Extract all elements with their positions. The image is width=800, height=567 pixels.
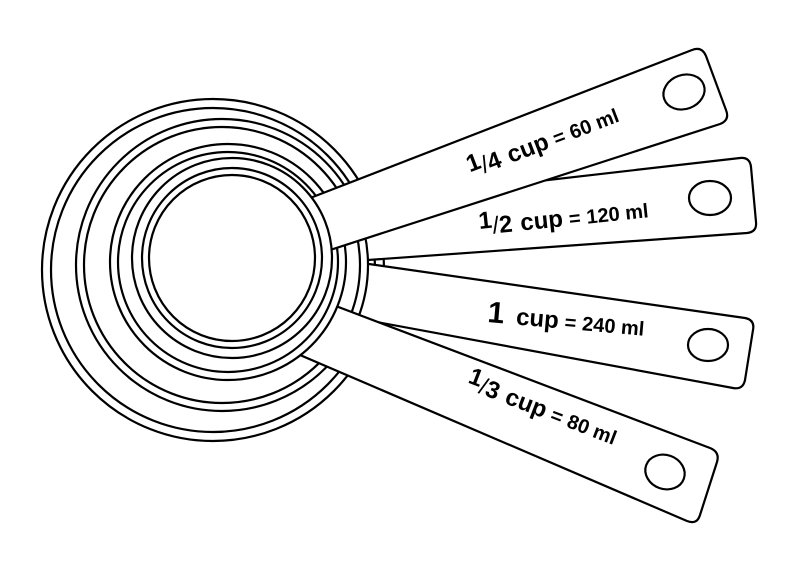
hang-hole-one-cup bbox=[686, 327, 730, 363]
handle-one-cup bbox=[353, 260, 755, 390]
handle-third-cup bbox=[298, 298, 719, 524]
hang-hole-half-cup bbox=[687, 179, 733, 217]
half-denominator: 2 bbox=[498, 211, 514, 239]
one-equals: = bbox=[564, 312, 578, 335]
bowl-quarter-cup-outer bbox=[130, 156, 334, 360]
bowl-quarter-cup-rim bbox=[147, 173, 317, 343]
half-unit: cup bbox=[519, 205, 564, 236]
bowl-quarter-cup-inner bbox=[140, 166, 324, 350]
bowl-half-cup-inner bbox=[82, 125, 362, 405]
handle-half-cup bbox=[328, 156, 758, 264]
handle-quarter-cup bbox=[303, 47, 729, 252]
cup-bowl-quarter bbox=[130, 156, 334, 360]
hang-hole-quarter-cup bbox=[662, 73, 706, 111]
bowl-third-cup-inner bbox=[116, 150, 340, 374]
hang-hole-third-cup bbox=[644, 453, 686, 491]
label-one-cup: 1 cup=240 ml bbox=[486, 296, 646, 343]
one-whole: 1 bbox=[486, 296, 506, 330]
half-whole: 1 bbox=[477, 207, 493, 235]
half-equals: = bbox=[568, 207, 582, 230]
one-unit: cup bbox=[515, 304, 560, 335]
one-ml: 240 ml bbox=[581, 313, 645, 340]
